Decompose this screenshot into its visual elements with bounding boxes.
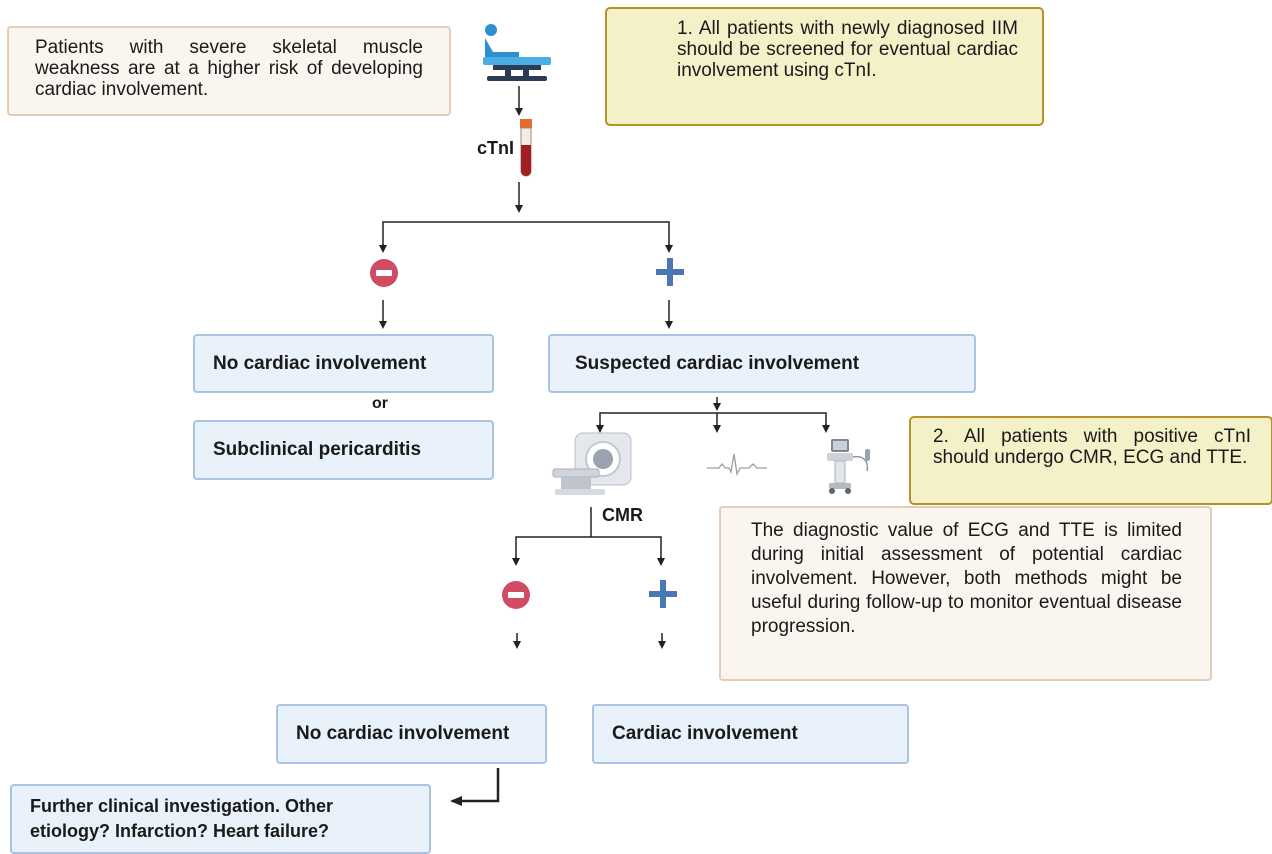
ctni-label: cTnI [477, 138, 515, 158]
positive-sign-icon [656, 258, 684, 286]
recommendation-1-note: 1. All patients with newly diagnosed IIM… [605, 7, 1044, 126]
subclinical-pericarditis-box: Subclinical pericarditis [193, 420, 494, 480]
recommendation-2-note: 2. All patients with positive cTnI shoul… [909, 416, 1272, 505]
no-cardiac-involvement-box: No cardiac involvement [193, 334, 494, 393]
positive-sign-icon [649, 580, 677, 608]
arrow-to-further [450, 768, 500, 806]
ecg-trace-icon [707, 453, 767, 476]
suspected-cardiac-involvement-box: Suspected cardiac involvement [548, 334, 976, 393]
split-tests [599, 412, 827, 430]
cmr-label: CMR [602, 505, 643, 525]
split-ctni [382, 221, 670, 250]
no-cardiac-involvement-cmr-box: No cardiac involvement [276, 704, 547, 764]
cardiac-involvement-box: Cardiac involvement [592, 704, 909, 764]
negative-sign-icon [370, 259, 398, 287]
further-investigation-box: Further clinical investigation. Other et… [10, 784, 431, 854]
hospital-bed-icon [483, 24, 551, 81]
negative-sign-icon [502, 581, 530, 609]
ultrasound-machine-icon [827, 439, 870, 494]
ecg-tte-note: The diagnostic value of ECG and TTE is l… [719, 506, 1212, 681]
or-label: or [372, 395, 388, 412]
risk-note: Patients with severe skeletal muscle wea… [7, 26, 451, 116]
split-cmr [515, 536, 662, 563]
blood-tube-icon [520, 119, 532, 177]
mri-scanner-icon [552, 432, 632, 495]
